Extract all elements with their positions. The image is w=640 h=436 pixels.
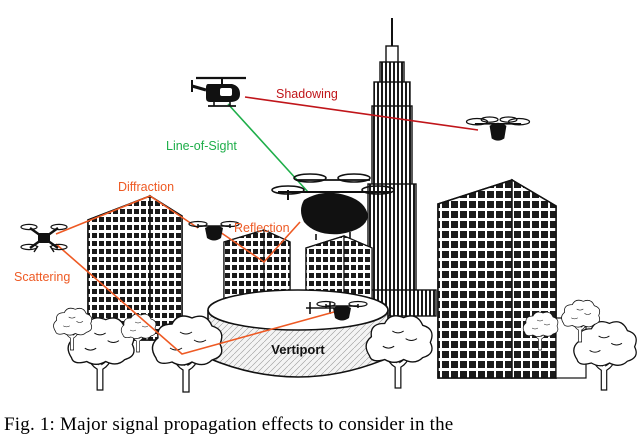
reflection-label: Reflection xyxy=(234,221,290,235)
tree-left xyxy=(152,316,221,392)
helicopter-icon xyxy=(192,78,246,106)
shadowing-label: Shadowing xyxy=(276,87,338,101)
building-right xyxy=(438,180,586,378)
vertiport-label: Vertiport xyxy=(271,342,325,357)
tree-far-right xyxy=(574,322,636,390)
shadowing-path xyxy=(245,97,478,130)
line-of-sight-label: Line-of-Sight xyxy=(166,139,237,153)
figure-caption: Fig. 1: Major signal propagation effects… xyxy=(4,414,640,436)
drone-right-icon xyxy=(467,117,530,141)
vertiport: Vertiport xyxy=(208,290,388,377)
drone-small-icon xyxy=(189,222,239,241)
tree-right xyxy=(366,316,432,388)
line-of-sight-path xyxy=(228,104,308,192)
scattering-label: Scattering xyxy=(14,270,70,284)
diffraction-label: Diffraction xyxy=(118,180,174,194)
building-middle xyxy=(224,230,290,300)
propagation-diagram: Vertiport xyxy=(0,0,640,400)
